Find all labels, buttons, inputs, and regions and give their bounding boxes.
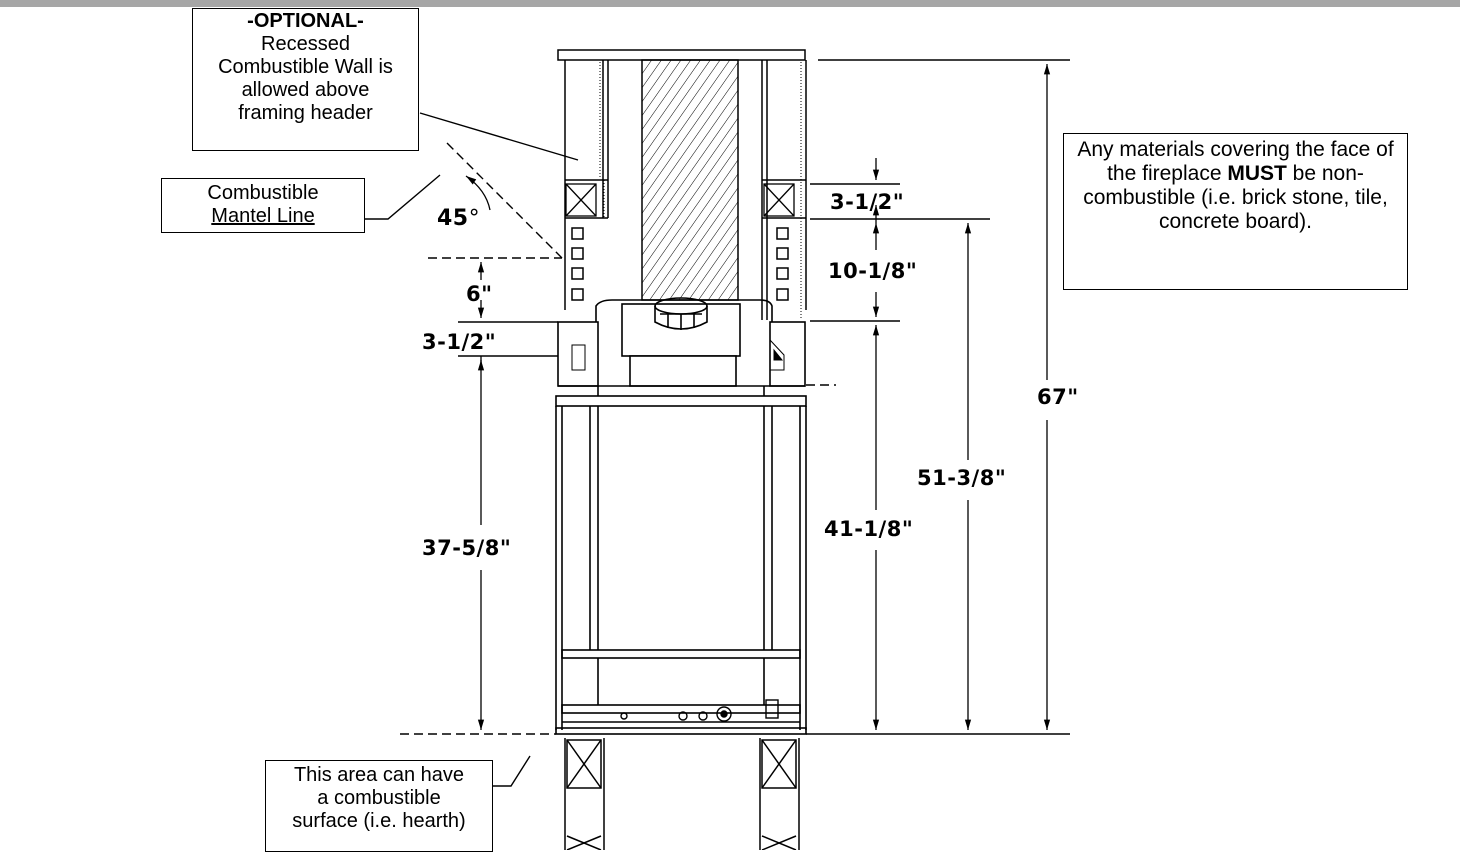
dim-6: 6" [466,282,493,306]
dim-41-1-8: 41-1/8" [824,517,914,541]
angle-label: 45° [437,206,480,231]
hearth-line-2: a combustible [317,787,441,809]
chase-framing [557,49,807,320]
side-brackets [571,338,785,371]
gas-valve-controls [620,699,779,722]
dim-10-1-8: 10-1/8" [828,259,918,283]
dim-37-5-8: 37-5/8" [422,536,512,560]
materials-text-end: be non-combustible (i.e. brick stone, ti… [1083,162,1388,233]
dim-67: 67" [1037,385,1079,409]
combustible-mantel-line-note: Combustible Mantel Line [161,178,365,233]
optional-line-1: Recessed [261,33,350,55]
mantel-line-1: Combustible [207,182,319,204]
leader-lines [364,112,579,787]
dimension-lines [465,64,1051,730]
dim-51-3-8: 51-3/8" [917,466,1007,490]
wall-board-edges [599,62,802,320]
optional-line-4: framing header [238,102,373,124]
angle-value: 45 [437,206,469,231]
floor-framing [564,738,800,850]
hearth-line-3: surface (i.e. hearth) [292,810,466,832]
materials-text-start: Any materials covering the face of the f… [1077,138,1394,185]
mantel-line-2: Mantel Line [211,205,315,227]
optional-line-3: allowed above [241,79,370,101]
optional-line-2: Combustible Wall is [218,56,393,78]
fireplace-unit [555,297,807,735]
non-combustible-materials-note: Any materials covering the face of the f… [1063,133,1408,290]
dim-3-1-2-left: 3-1/2" [422,330,497,354]
hearth-line-1: This area can have [293,764,465,786]
combustible-hearth-area-note: This area can have a combustible surface… [265,760,493,852]
optional-heading: -OPTIONAL- [247,10,364,32]
reference-lines [400,59,1070,735]
framing-header-blocks [565,183,795,217]
degree-symbol: ° [468,206,481,231]
materials-must: MUST [1227,162,1287,185]
optional-recessed-wall-note: -OPTIONAL- Recessed Combustible Wall is … [192,8,419,151]
dim-3-1-2-top: 3-1/2" [830,190,905,214]
top-rule [0,0,1460,7]
standoff-squares [571,227,789,301]
